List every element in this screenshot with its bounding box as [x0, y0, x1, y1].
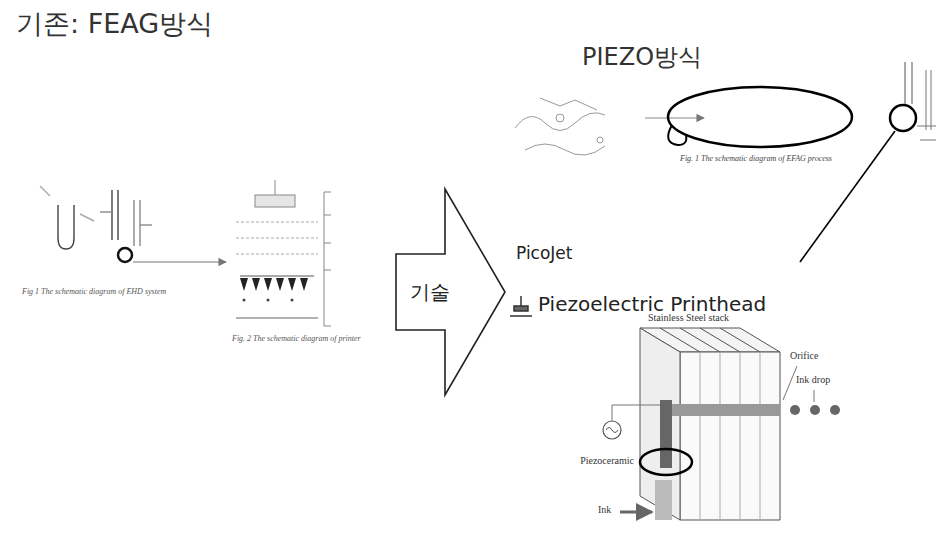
needle-wall — [931, 70, 932, 130]
substrate — [236, 318, 318, 319]
highlight-ellipse — [640, 449, 692, 475]
ink-inlet — [655, 480, 672, 520]
pointer-arrow — [133, 261, 226, 262]
plate-edge — [700, 352, 701, 520]
layer-line — [236, 222, 318, 223]
needle-wall — [111, 190, 112, 240]
ink-drop — [830, 405, 840, 415]
dimension-tick — [324, 326, 331, 327]
nozzle — [240, 278, 248, 291]
sketch-curve — [540, 98, 597, 110]
part-label: Ink — [598, 504, 611, 516]
nozzle — [288, 278, 296, 291]
ink-drop — [790, 405, 800, 415]
sketch-curve — [525, 144, 605, 155]
efag-schematic — [515, 62, 936, 262]
plate-edge — [720, 352, 721, 520]
part-label: Orifice — [790, 350, 818, 362]
dimension-tick — [324, 270, 331, 271]
nozzle — [252, 278, 260, 291]
figure-caption: Fig. 2 The schematic diagram of printer — [232, 334, 361, 343]
wire — [920, 140, 936, 141]
part-label: Piezoceramic — [580, 455, 634, 467]
part-label: Stainless Steel stack — [648, 312, 729, 324]
dimension-tick — [324, 192, 331, 193]
plate-edge — [760, 352, 761, 520]
sketch-roller — [556, 114, 564, 122]
dimension-tick — [324, 243, 331, 244]
drive-source — [603, 421, 621, 439]
needle-wall — [926, 70, 927, 130]
ink-channel — [672, 404, 780, 416]
needle-wall — [133, 200, 134, 246]
capillary-tube — [58, 205, 74, 249]
printhead-drawing — [603, 328, 840, 520]
icon-plate — [514, 306, 528, 311]
dimension-bracket — [324, 192, 325, 326]
figure-caption: Fig. 1 The schematic diagram of EFAG pro… — [680, 154, 832, 163]
highlight-circle — [118, 248, 132, 262]
needle-wall — [117, 190, 118, 240]
block-arrow: 기술 — [393, 186, 508, 398]
needle-wall — [139, 200, 140, 246]
leader-line — [814, 390, 815, 402]
brand-name: PicoJet — [516, 244, 573, 264]
part-label: Ink drop — [796, 374, 830, 386]
drive-wave — [606, 428, 618, 433]
roll-curl — [668, 125, 686, 145]
piezo-icon — [510, 296, 532, 316]
stack-front — [680, 352, 780, 520]
plate-edge — [680, 328, 720, 352]
dimension-tick — [324, 215, 331, 216]
block-arrow-shape — [396, 189, 505, 395]
sketch-roller — [597, 137, 603, 143]
leader-line — [800, 131, 895, 262]
stack-side — [640, 328, 680, 520]
tick-mark — [80, 214, 94, 221]
ink-drop — [810, 405, 820, 415]
nozzle-plate — [240, 276, 314, 277]
feag-printer-sketch — [236, 180, 331, 326]
pointer-arrow — [645, 117, 704, 118]
plate-edge — [700, 328, 740, 352]
highlight-ellipse — [668, 87, 852, 147]
feag-nozzle-sketch — [40, 186, 226, 262]
wire — [917, 126, 936, 127]
ink-arrow — [620, 511, 652, 514]
droplet — [267, 299, 270, 302]
wire — [100, 211, 112, 212]
icon-stem — [520, 296, 522, 306]
plate-edge — [720, 328, 760, 352]
figure-caption: Fig 1 The schematic diagram of EHD syste… — [22, 287, 166, 296]
plate-edge — [740, 352, 741, 520]
needle-wall — [905, 62, 906, 104]
section-title: PIEZO방식 — [582, 44, 702, 72]
piezo-element — [660, 400, 672, 468]
leader-line — [783, 366, 797, 400]
icon-base — [510, 315, 532, 317]
reservoir — [255, 195, 295, 207]
wire — [140, 224, 152, 225]
feed-line — [275, 180, 276, 195]
nozzle — [300, 278, 308, 291]
layer-line — [236, 254, 318, 255]
droplet — [243, 299, 246, 302]
drive-wire — [612, 405, 660, 421]
arrow-label: 기술 — [396, 279, 463, 306]
section-title: 기존: FEAG방식 — [16, 8, 213, 39]
nozzle — [264, 278, 272, 291]
needle-wall — [912, 62, 913, 104]
droplet — [291, 299, 294, 302]
tick-mark — [40, 186, 50, 196]
layer-line — [236, 238, 318, 239]
sketch-curve — [515, 113, 605, 131]
highlight-circle — [890, 105, 916, 131]
nozzle — [276, 278, 284, 291]
plate-edge — [660, 328, 700, 352]
